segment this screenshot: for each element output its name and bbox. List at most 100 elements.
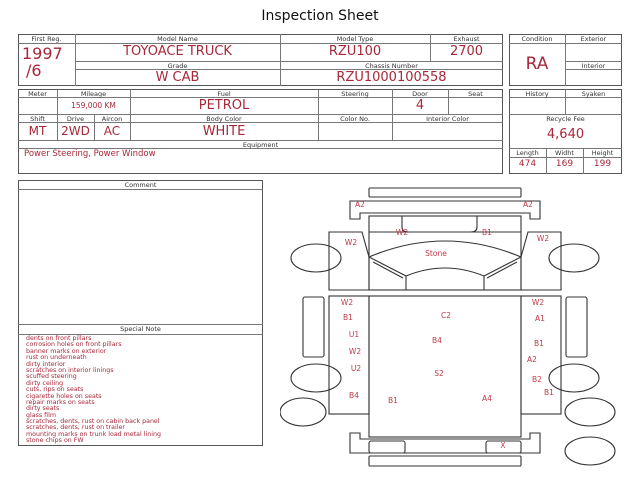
- special-note-item: dirty interior: [26, 360, 66, 368]
- drive-label: Drive: [66, 115, 85, 123]
- mileage-label: Mileage: [80, 90, 107, 98]
- cab-back-line: [329, 289, 561, 297]
- page-title: Inspection Sheet: [261, 8, 379, 24]
- damage-mark-u1-l: U1: [349, 330, 359, 339]
- damage-mark-a2-r: A2: [527, 355, 537, 364]
- grade-label: Grade: [167, 62, 188, 70]
- special-note-item: repair marks on seats: [26, 398, 95, 406]
- special-note-label: Special Note: [120, 325, 161, 333]
- length-value: 474: [518, 159, 537, 169]
- damage-mark-b1-r2: B1: [544, 388, 554, 397]
- special-note-item: dents on front pillars: [26, 335, 92, 342]
- model-name-label: Model Name: [157, 35, 198, 43]
- damage-mark-c2: C2: [441, 311, 451, 320]
- damage-mark-w2-fl: W2: [345, 238, 357, 247]
- wheel-rr2: [564, 397, 616, 427]
- drive-value: 2WD: [61, 124, 90, 138]
- right-front-door: [520, 231, 562, 291]
- shift-label: Shift: [30, 115, 45, 123]
- condition-label: Condition: [521, 35, 553, 43]
- condition-value: RA: [525, 54, 549, 74]
- exhaust-value: 2700: [449, 44, 484, 59]
- shift-value: MT: [28, 124, 47, 138]
- model-type-value: RZU100: [328, 44, 382, 59]
- height-label: Height: [591, 149, 614, 157]
- damage-mark-a2-fl: A2: [355, 200, 365, 209]
- special-note-item: glass film: [26, 411, 57, 419]
- rear-bumper-bar: [368, 455, 522, 467]
- special-note-item: dirty seats: [26, 405, 60, 413]
- damage-mark-w2-l1: W2: [341, 298, 353, 307]
- damage-mark-b4-l: B4: [349, 391, 359, 400]
- damage-mark-b1-l1: B1: [343, 313, 353, 322]
- windshield: [368, 256, 522, 290]
- model-type-label: Model Type: [336, 35, 374, 43]
- width-label: Widht: [555, 149, 574, 157]
- length-label: Length: [516, 149, 539, 157]
- syaken-label: Syaken: [581, 90, 606, 98]
- special-note-item: rust on underneath: [26, 354, 87, 362]
- damage-mark-b1-r1: B1: [534, 339, 544, 348]
- damage-mark-a2-fr: A2: [523, 200, 533, 209]
- exhaust-label: Exhaust: [453, 35, 480, 43]
- left-side-panel: [328, 295, 370, 415]
- special-note-item: mounting marks on trunk load metal linin…: [26, 430, 161, 438]
- recycle-fee-label: Recycle Fee: [546, 115, 585, 123]
- rear-light-right: [485, 440, 522, 454]
- mileage-value: 159,000 KM: [71, 101, 116, 110]
- aircon-label: Aircon: [101, 115, 123, 123]
- special-note-item: scratches on interior linings: [26, 366, 114, 374]
- model-name-value: TOYOACE TRUCK: [123, 44, 232, 59]
- height-value: 199: [593, 159, 612, 169]
- windshield-top: [368, 240, 522, 258]
- damage-mark-b1-cab-r: B1: [482, 228, 492, 237]
- right-mirror: [565, 296, 588, 358]
- right-side-panel: [520, 295, 562, 415]
- special-note-item: stone chips on FW: [26, 437, 84, 445]
- interior-color-label: Interior Color: [426, 115, 469, 123]
- damage-mark-w2-cab-l: W2: [396, 228, 408, 237]
- wheel-fl: [290, 243, 342, 273]
- rear-bumper: [349, 432, 541, 454]
- special-note-item: cuts, rips on seats: [26, 386, 84, 394]
- recycle-fee-value: 4,640: [546, 127, 585, 142]
- first-reg-label: First Reg.: [31, 35, 62, 43]
- wheel-rr: [548, 363, 600, 393]
- spare-wheel: [564, 436, 616, 466]
- damage-mark-w2-l2: W2: [349, 347, 361, 356]
- fuel-label: Fuel: [217, 90, 231, 98]
- first-reg-month: /6: [26, 61, 42, 80]
- width-value: 169: [555, 159, 574, 169]
- door-label: Door: [412, 90, 428, 98]
- vehicle-info-table: [18, 34, 503, 86]
- seat-label: Seat: [468, 90, 483, 98]
- spec-table: [18, 89, 503, 174]
- chassis-value: RZU1000100558: [336, 70, 447, 85]
- body-color-label: Body Color: [206, 115, 242, 123]
- damage-mark-w2-fr: W2: [537, 234, 549, 243]
- damage-mark-w2-r1: W2: [532, 298, 544, 307]
- damage-mark-b4-c: B4: [432, 336, 442, 345]
- special-note-item: cigarette holes on seats: [26, 392, 102, 400]
- wheel-rl: [290, 363, 342, 393]
- first-reg-year: 1997: [22, 44, 63, 63]
- equipment-label: Equipment: [242, 141, 279, 149]
- damage-mark-b2-r: B2: [532, 375, 542, 384]
- comment-box: [18, 180, 263, 446]
- damage-mark-stone: Stone: [425, 249, 447, 258]
- color-no-label: Color No.: [340, 115, 370, 123]
- rear-light-left: [368, 440, 406, 454]
- wheel-rl2: [280, 397, 327, 427]
- front-bumper-bar: [368, 187, 522, 198]
- damage-mark-u2-l: U2: [351, 364, 361, 373]
- equipment-value: Power Steering, Power Window: [24, 149, 156, 159]
- special-note-item: scratches, dents, rust on cabin back pan…: [26, 418, 160, 426]
- left-mirror: [302, 296, 325, 358]
- damage-mark-a4: A4: [482, 394, 492, 403]
- damage-mark-b1-bl: B1: [388, 396, 398, 405]
- front-panel: [369, 216, 521, 233]
- left-front-door: [328, 231, 370, 291]
- steering-label: Steering: [341, 90, 369, 98]
